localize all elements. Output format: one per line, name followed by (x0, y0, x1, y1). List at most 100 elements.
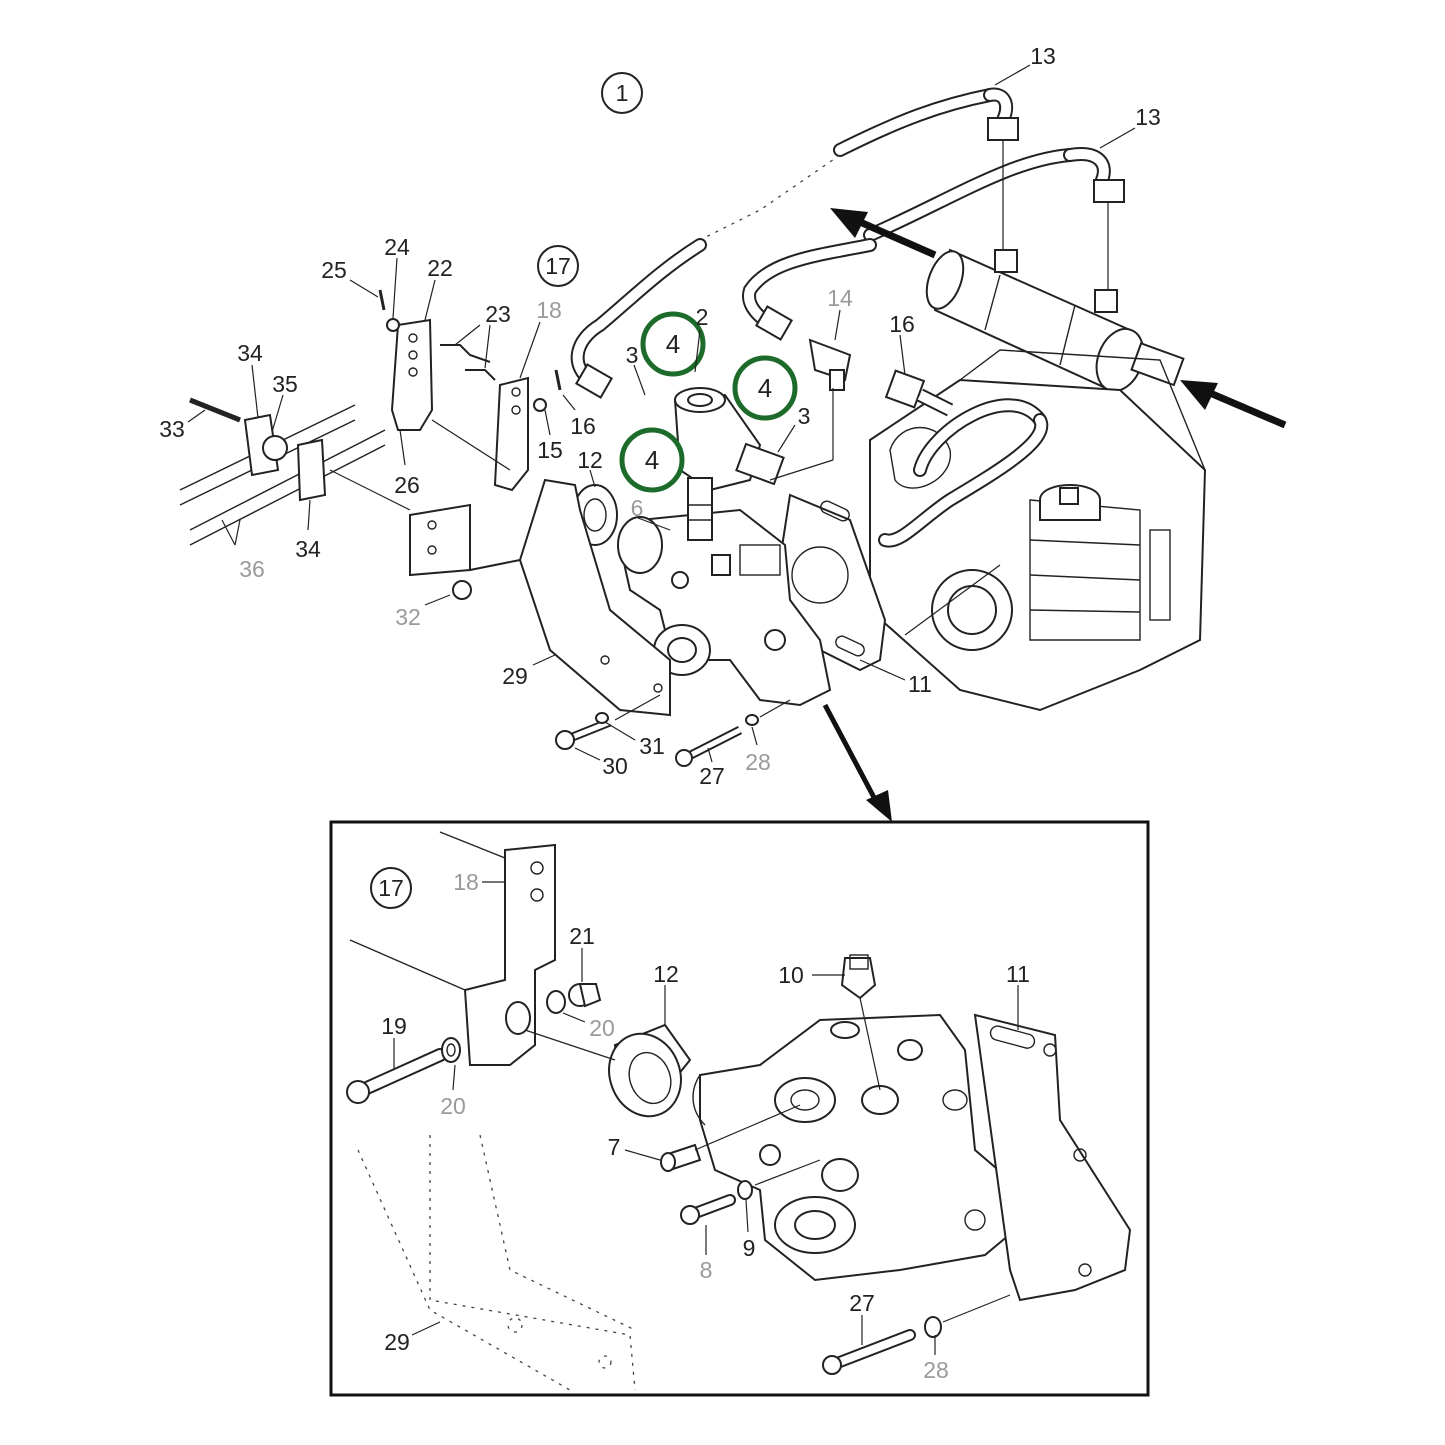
svg-text:28: 28 (923, 1357, 949, 1383)
linkage-rods (179, 397, 386, 546)
callout-26: 26 (394, 429, 420, 498)
detail-sensor (840, 954, 881, 1091)
svg-text:2: 2 (696, 304, 709, 330)
detail-bracket-18 (349, 831, 556, 1066)
callout-34b: 34 (295, 499, 321, 562)
detail-callout-21: 21 (569, 923, 595, 982)
svg-text:27: 27 (849, 1290, 875, 1316)
callout-22: 22 (424, 255, 453, 321)
svg-text:10: 10 (778, 962, 804, 988)
mounting-bracket (409, 478, 671, 717)
svg-text:34: 34 (295, 536, 321, 562)
callout-36: 36 (239, 556, 265, 582)
svg-text:4: 4 (758, 373, 772, 403)
svg-text:4: 4 (666, 329, 680, 359)
callout-16a: 16 (889, 311, 915, 376)
hose-nut-13b (1093, 179, 1125, 203)
detail-frame (329, 820, 1150, 1397)
svg-text:4: 4 (645, 445, 659, 475)
main-callout-labels: 13 13 2 3 3 14 16 18 17 16 15 12 6 22 24… (159, 43, 1161, 789)
flow-arrows (830, 208, 1287, 429)
callout-35: 35 (271, 371, 298, 433)
detail-bracket-29-dotted (357, 1134, 636, 1391)
callout-33: 33 (159, 409, 206, 442)
svg-text:20: 20 (589, 1015, 615, 1041)
detail-valve-body (692, 1013, 1017, 1282)
callout-2: 2 (694, 304, 709, 373)
svg-text:16: 16 (889, 311, 915, 337)
detail-callout-10: 10 (778, 962, 845, 988)
svg-text:28: 28 (745, 749, 771, 775)
view-label-17-main: 17 (537, 245, 579, 287)
callout-3a: 3 (626, 342, 646, 396)
svg-text:15: 15 (537, 437, 563, 463)
svg-text:13: 13 (1030, 43, 1056, 69)
svg-text:23: 23 (485, 301, 511, 327)
highlighted-callouts: 4 4 4 (619, 311, 798, 493)
svg-text:31: 31 (639, 733, 665, 759)
svg-text:30: 30 (602, 753, 628, 779)
view-label-17: 17 (370, 867, 412, 909)
svg-text:12: 12 (653, 961, 679, 987)
callout-18: 18 (519, 297, 562, 379)
callout-6: 6 (631, 495, 671, 531)
callout-29: 29 (502, 654, 556, 689)
detail-callout-18: 18 (453, 869, 505, 895)
callout-31: 31 (604, 721, 665, 759)
svg-text:27: 27 (699, 763, 725, 789)
callout-25: 25 (321, 257, 379, 298)
detail-callout-12: 12 (653, 961, 679, 1025)
svg-text:25: 25 (321, 257, 347, 283)
callout-13b: 13 (1099, 104, 1161, 149)
svg-text:36: 36 (239, 556, 265, 582)
svg-text:1: 1 (616, 80, 629, 106)
svg-text:18: 18 (536, 297, 562, 323)
callout-4-highlight-c: 4 (619, 427, 685, 493)
coolant-hoses (570, 87, 1125, 399)
detail-callout-29: 29 (384, 1321, 441, 1355)
detail-fasteners-middle (660, 1104, 1011, 1375)
svg-text:17: 17 (378, 875, 404, 901)
svg-text:26: 26 (394, 472, 420, 498)
callout-13a: 13 (994, 43, 1056, 86)
detail-callout-20b: 20 (562, 1012, 615, 1041)
svg-text:29: 29 (502, 663, 528, 689)
detail-callout-labels: 18 21 12 10 11 19 20 20 7 8 9 27 28 29 (381, 869, 1030, 1383)
callout-34a: 34 (237, 340, 263, 419)
flow-arrow-in-icon (1180, 380, 1218, 410)
detail-callout-19: 19 (381, 1013, 407, 1070)
callout-4-highlight-a: 4 (640, 311, 706, 377)
brackets-upper (329, 289, 562, 511)
svg-text:6: 6 (631, 495, 644, 521)
svg-text:17: 17 (545, 253, 571, 279)
main-view: 1 (159, 43, 1287, 822)
svg-text:20: 20 (440, 1093, 466, 1119)
svg-text:18: 18 (453, 869, 479, 895)
callout-3b: 3 (777, 403, 811, 453)
svg-text:21: 21 (569, 923, 595, 949)
svg-text:32: 32 (395, 604, 421, 630)
control-valve (673, 338, 954, 576)
svg-text:3: 3 (626, 342, 639, 368)
svg-text:7: 7 (608, 1134, 621, 1160)
detail-pointer-arrow (822, 703, 892, 822)
heat-exchanger (925, 248, 1185, 392)
detail-thermostat (524, 1023, 692, 1118)
callout-27: 27 (699, 747, 725, 789)
detail-callout-28: 28 (923, 1335, 949, 1383)
svg-text:34: 34 (237, 340, 263, 366)
svg-text:3: 3 (798, 403, 811, 429)
view-label-1: 1 (601, 72, 643, 114)
svg-text:14: 14 (827, 285, 853, 311)
detail-callout-27: 27 (849, 1290, 875, 1345)
detail-fasteners-left (346, 983, 602, 1104)
svg-text:12: 12 (577, 447, 603, 473)
svg-text:13: 13 (1135, 104, 1161, 130)
detail-callout-11: 11 (1006, 961, 1030, 1030)
detail-callout-8: 8 (700, 1225, 712, 1283)
svg-text:16: 16 (570, 413, 596, 439)
gearbox-housing (869, 349, 1207, 712)
detail-callout-7: 7 (608, 1134, 661, 1161)
callout-28: 28 (745, 726, 771, 775)
svg-text:19: 19 (381, 1013, 407, 1039)
